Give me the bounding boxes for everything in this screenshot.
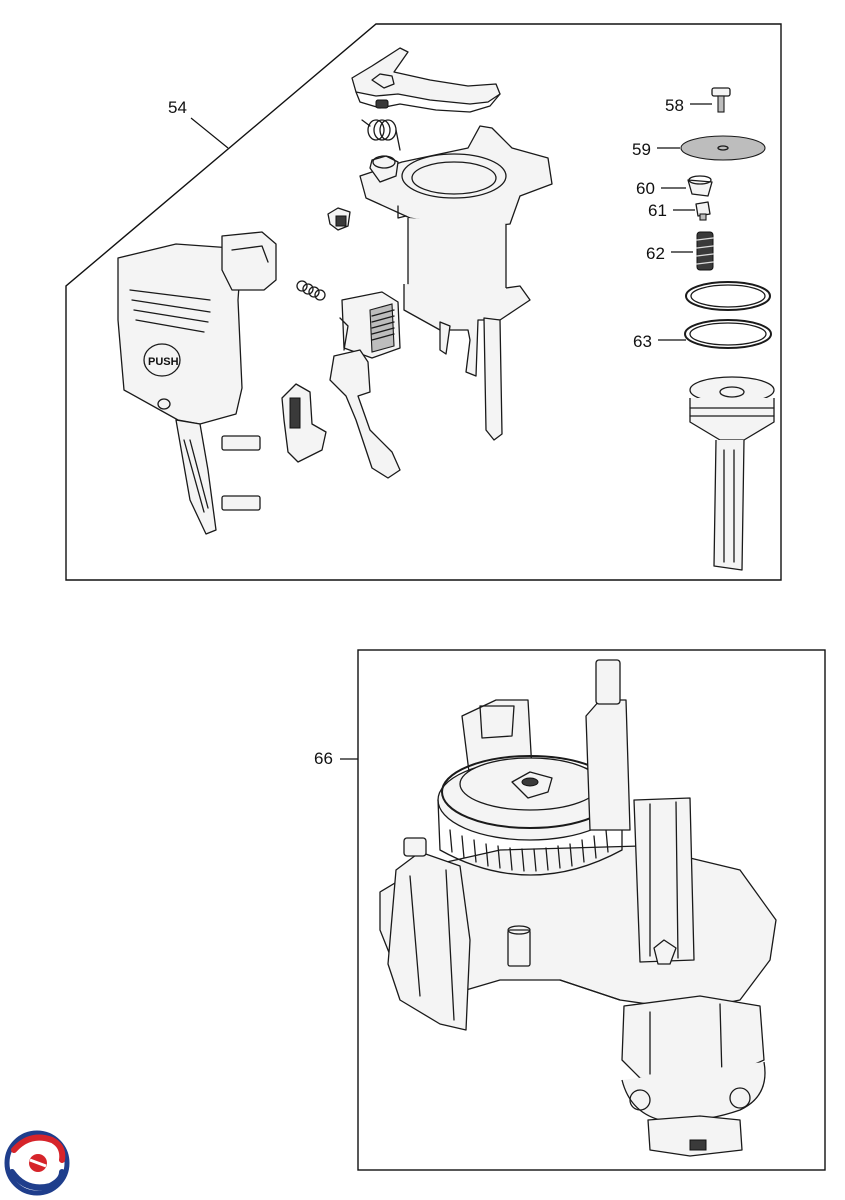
piston-assembly <box>689 376 775 571</box>
callout-66: 66 <box>314 749 333 768</box>
push-handle-panel: PUSH <box>117 231 277 535</box>
top-panel-frame <box>65 23 782 581</box>
callout-63: 63 <box>633 332 652 351</box>
gear-arc-part <box>351 47 501 113</box>
lever-part <box>281 383 327 463</box>
compression-spring-small <box>296 280 326 301</box>
gear-teeth <box>449 829 609 872</box>
callout-59: 59 <box>632 140 651 159</box>
callout-62: 62 <box>646 244 665 263</box>
screw-58 <box>711 87 731 113</box>
trigger-assembly <box>329 291 401 479</box>
push-stamp: PUSH <box>148 356 179 368</box>
callout-54: 54 <box>168 98 187 117</box>
callout-61: 61 <box>648 201 667 220</box>
callout-60: 60 <box>636 179 655 198</box>
small-latch <box>327 207 351 231</box>
bottom-panel: 66 <box>314 649 826 1171</box>
brand-logo <box>4 1130 70 1196</box>
cap-60 <box>687 175 713 197</box>
grinder-unit-66 <box>379 659 777 1157</box>
torsion-spring <box>361 119 401 151</box>
valve-61 <box>695 201 711 221</box>
o-rings-63 <box>684 281 772 349</box>
bottom-panel-frame <box>357 649 826 1171</box>
callout-58: 58 <box>665 96 684 115</box>
top-panel: 54 <box>65 23 782 581</box>
main-housing <box>359 125 553 441</box>
leader-54 <box>190 117 229 149</box>
spring-62 <box>696 231 714 271</box>
filter-disc-59 <box>680 135 766 161</box>
